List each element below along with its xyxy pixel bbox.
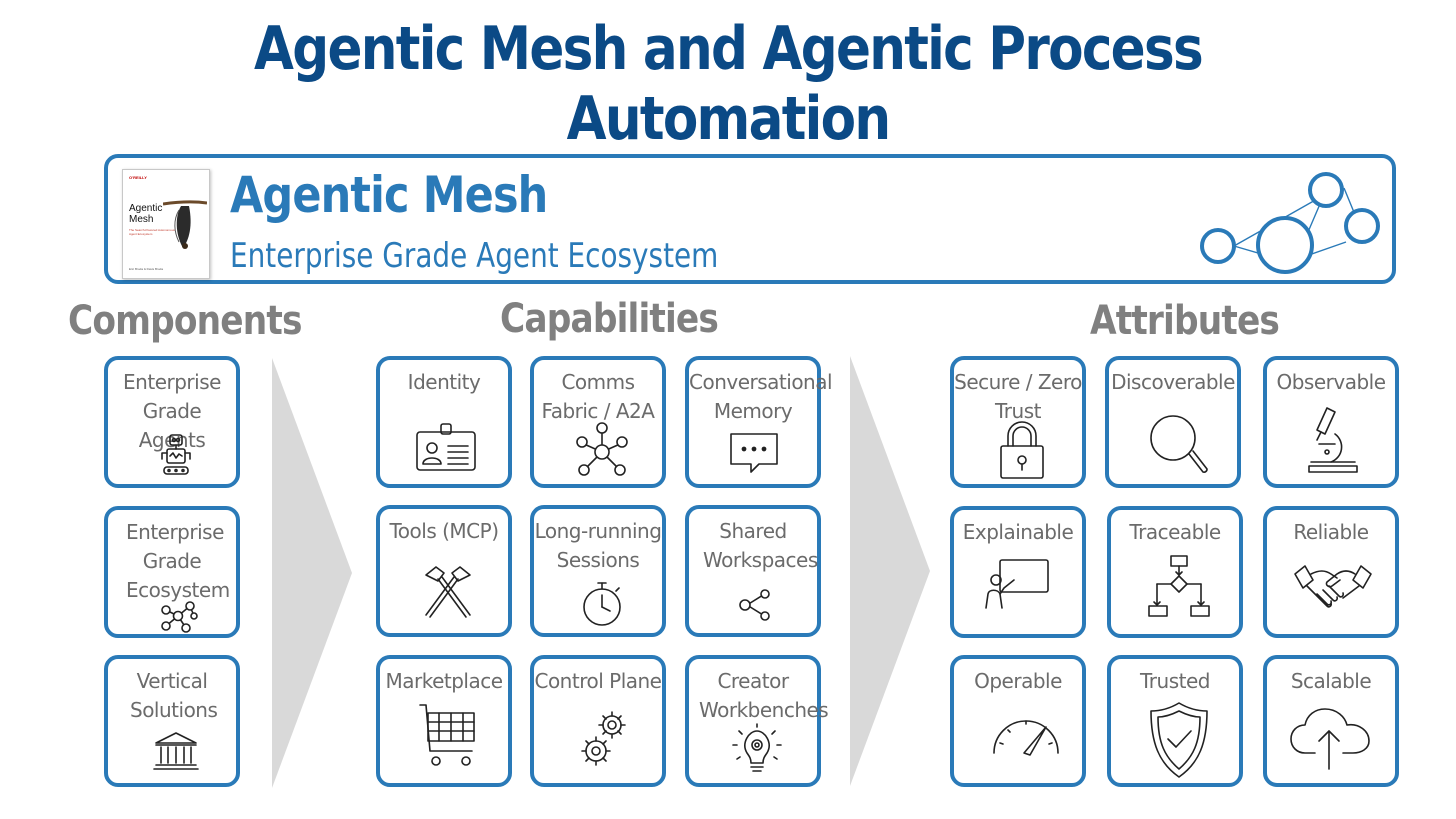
handshake-icon bbox=[1294, 565, 1372, 608]
chevron-arrow-2 bbox=[850, 356, 930, 786]
card-long-running-sessions: Long-running Sessions bbox=[530, 505, 666, 637]
book-title-line1: Agentic bbox=[129, 203, 163, 214]
card-vertical-solutions: Vertical Solutions bbox=[104, 655, 240, 787]
card-label: Comms Fabric / A2A bbox=[541, 370, 655, 423]
section-title-attributes: Attributes bbox=[1090, 298, 1280, 344]
book-subtitle: The Search-Powered Autonomous Agent Ecos… bbox=[129, 228, 175, 236]
card-identity: Identity bbox=[376, 356, 512, 488]
card-label: Trusted bbox=[1140, 669, 1210, 693]
gauge-icon bbox=[993, 720, 1059, 756]
book-cover: O'REILLY Agentic Mesh The Search-Powered… bbox=[122, 169, 210, 279]
card-enterprise-grade-ecosystem: Enterprise Grade Ecosystem bbox=[104, 506, 240, 638]
card-label: Reliable bbox=[1293, 520, 1369, 544]
card-marketplace: Marketplace bbox=[376, 655, 512, 787]
card-label: Marketplace bbox=[385, 669, 503, 693]
network-people-icon bbox=[161, 601, 198, 633]
card-creator-workbenches: Creator Workbenches bbox=[685, 655, 829, 787]
card-label: Scalable bbox=[1290, 669, 1372, 693]
card-label: Control Plane bbox=[534, 669, 662, 693]
card-conversational-memory: Conversational Memory bbox=[685, 356, 833, 488]
magnifier-icon bbox=[1150, 415, 1208, 473]
id-card-icon bbox=[416, 423, 476, 471]
card-label: Enterprise Grade Ecosystem bbox=[126, 520, 230, 602]
card-traceable: Traceable bbox=[1107, 506, 1243, 638]
padlock-icon bbox=[1000, 421, 1044, 479]
card-tools-mcp: Tools (MCP) bbox=[376, 505, 512, 637]
lightbulb-gear-icon bbox=[732, 723, 782, 772]
cart-icon bbox=[419, 704, 475, 766]
card-label: Shared Workspaces bbox=[703, 519, 818, 572]
book-authors: Eric Broda & Davis Broda bbox=[129, 267, 164, 271]
card-operable: Operable bbox=[950, 655, 1086, 787]
section-title-capabilities: Capabilities bbox=[500, 296, 719, 342]
hammers-icon bbox=[425, 566, 471, 618]
card-label: Tools (MCP) bbox=[389, 519, 499, 543]
agentic-mesh-banner: O'REILLY Agentic Mesh The Search-Powered… bbox=[104, 154, 1396, 284]
card-label: Creator Workbenches bbox=[699, 669, 829, 722]
card-reliable: Reliable bbox=[1263, 506, 1399, 638]
flowchart-icon bbox=[1148, 555, 1210, 617]
card-label: Conversational Memory bbox=[689, 370, 833, 423]
section-title-components: Components bbox=[68, 298, 302, 344]
book-title: Agentic Mesh bbox=[129, 203, 162, 225]
card-shared-workspaces: Shared Workspaces bbox=[685, 505, 821, 637]
bank-icon bbox=[153, 732, 199, 770]
hub-network-icon bbox=[576, 422, 628, 476]
card-label: Enterprise Grade Agents bbox=[123, 370, 221, 452]
gears-icon bbox=[581, 711, 626, 766]
robot-icon bbox=[161, 434, 191, 475]
banner-title: Agentic Mesh bbox=[230, 166, 548, 224]
card-label: Vertical Solutions bbox=[130, 669, 218, 722]
card-label: Operable bbox=[974, 669, 1062, 693]
microscope-icon bbox=[1308, 407, 1358, 473]
card-label: Long-running Sessions bbox=[534, 519, 662, 572]
cloud-upload-icon bbox=[1290, 708, 1370, 770]
stopwatch-icon bbox=[583, 582, 621, 626]
shield-check-icon bbox=[1150, 702, 1208, 778]
card-label: Identity bbox=[407, 370, 481, 394]
share-icon bbox=[739, 589, 770, 621]
presenter-icon bbox=[985, 559, 1049, 609]
card-label: Traceable bbox=[1129, 520, 1221, 544]
page-title: Agentic Mesh and Agentic Process Automat… bbox=[254, 14, 1204, 154]
card-label: Observable bbox=[1276, 370, 1386, 394]
card-control-plane: Control Plane bbox=[530, 655, 666, 787]
card-comms-fabric: Comms Fabric / A2A bbox=[530, 356, 666, 488]
card-label: Secure / Zero Trust bbox=[954, 370, 1082, 423]
mesh-nodes-icon bbox=[1200, 172, 1380, 274]
bat-illustration-icon bbox=[163, 200, 207, 249]
chevron-arrow-1 bbox=[272, 358, 352, 788]
chat-bubble-icon bbox=[730, 433, 778, 473]
card-observable: Observable bbox=[1263, 356, 1399, 488]
card-secure-zero-trust: Secure / Zero Trust bbox=[950, 356, 1086, 488]
card-scalable: Scalable bbox=[1263, 655, 1399, 787]
card-trusted: Trusted bbox=[1107, 655, 1243, 787]
book-publisher: O'REILLY bbox=[129, 175, 147, 180]
book-title-line2: Mesh bbox=[129, 214, 154, 225]
banner-subtitle: Enterprise Grade Agent Ecosystem bbox=[230, 236, 719, 276]
card-label: Discoverable bbox=[1111, 370, 1235, 394]
card-label: Explainable bbox=[962, 520, 1074, 544]
card-explainable: Explainable bbox=[950, 506, 1086, 638]
card-enterprise-grade-agents: Enterprise Grade Agents bbox=[104, 356, 240, 488]
card-discoverable: Discoverable bbox=[1105, 356, 1241, 488]
